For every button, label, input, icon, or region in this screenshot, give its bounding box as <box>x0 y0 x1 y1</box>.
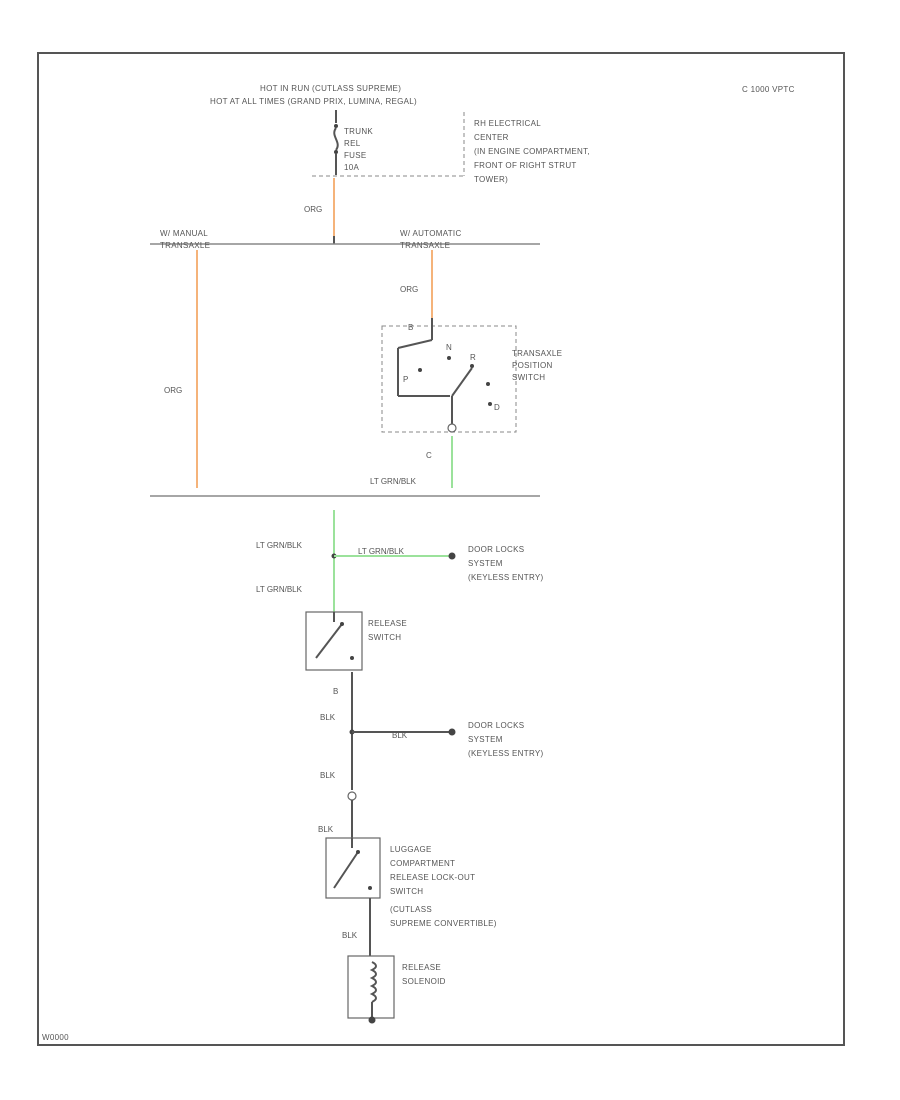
release-switch-label-1: RELEASE <box>368 619 407 628</box>
lt-grn-blk-label-2: LT GRN/BLK <box>256 541 303 550</box>
org-wire-auto-label: ORG <box>400 285 418 294</box>
position-p: P <box>403 375 409 384</box>
center-label-5: TOWER) <box>474 175 508 184</box>
blk-connector <box>347 791 357 801</box>
lt-grn-blk-label-1: LT GRN/BLK <box>370 477 417 486</box>
blk-label-4: BLK <box>318 825 334 834</box>
electrical-center-boundary: RH ELECTRICAL CENTER (IN ENGINE COMPARTM… <box>312 112 590 184</box>
door-locks-2-label-1: DOOR LOCKS <box>468 721 524 730</box>
diagram-frame <box>37 52 845 1046</box>
door-locks-1-label-3: (KEYLESS ENTRY) <box>468 573 544 582</box>
figure-id: W0000 <box>42 1033 69 1042</box>
fuse-label-3: FUSE <box>344 151 367 160</box>
fuse-label-4: 10A <box>344 163 359 172</box>
lockout-label-1: LUGGAGE <box>390 845 432 854</box>
lockout-label-3: RELEASE LOCK-OUT <box>390 873 475 882</box>
fuse-label-1: TRUNK <box>344 127 373 136</box>
transaxle-label-3: SWITCH <box>512 373 545 382</box>
lockout-label-2: COMPARTMENT <box>390 859 455 868</box>
bus-manual-label-1: W/ MANUAL <box>160 229 208 238</box>
power-source-line-2: HOT AT ALL TIMES (GRAND PRIX, LUMINA, RE… <box>210 97 417 106</box>
fuse-label-2: REL <box>344 139 361 148</box>
door-locks-1-connector <box>448 552 456 560</box>
blk-label-5: BLK <box>342 931 358 940</box>
door-locks-2-label-2: SYSTEM <box>468 735 503 744</box>
door-locks-2-connector <box>448 728 456 736</box>
door-locks-1-label-2: SYSTEM <box>468 559 503 568</box>
trunk-release-fuse: TRUNK REL FUSE 10A <box>333 110 373 175</box>
bus-manual-label-2: TRANSAXLE <box>160 241 210 250</box>
center-label-2: CENTER <box>474 133 509 142</box>
blk-label-3: BLK <box>320 771 336 780</box>
transaxle-position-switch: B P N R D C TRANSAXLE POSITION SWITCH <box>381 318 562 460</box>
release-switch-label-2: SWITCH <box>368 633 401 642</box>
position-d: D <box>494 403 500 412</box>
transaxle-pin-top: B <box>408 323 414 332</box>
lockout-label-4: SWITCH <box>390 887 423 896</box>
corner-code: C 1000 VPTC <box>742 85 795 94</box>
bus-auto-label-2: TRANSAXLE <box>400 241 450 250</box>
release-solenoid: RELEASE SOLENOID <box>347 955 446 1024</box>
release-switch: RELEASE SWITCH B <box>305 611 407 696</box>
bus-auto-label-1: W/ AUTOMATIC <box>400 229 462 238</box>
luggage-release-lockout-switch: LUGGAGE COMPARTMENT RELEASE LOCK-OUT SWI… <box>325 837 497 928</box>
door-locks-2-label-3: (KEYLESS ENTRY) <box>468 749 544 758</box>
lockout-label-5: (CUTLASS <box>390 905 432 914</box>
center-label-1: RH ELECTRICAL <box>474 119 541 128</box>
transaxle-label-2: POSITION <box>512 361 553 370</box>
power-source-line-1: HOT IN RUN (CUTLASS SUPREME) <box>260 84 401 93</box>
org-wire-main-label: ORG <box>304 205 322 214</box>
lockout-label-6: SUPREME CONVERTIBLE) <box>390 919 497 928</box>
blk-label-2: BLK <box>392 731 408 740</box>
position-n: N <box>446 343 452 352</box>
release-switch-pin: B <box>333 687 339 696</box>
lt-grn-blk-label-3: LT GRN/BLK <box>256 585 303 594</box>
transaxle-pin-bottom: C <box>426 451 432 460</box>
position-r: R <box>470 353 476 362</box>
blk-label-1: BLK <box>320 713 336 722</box>
solenoid-label-1: RELEASE <box>402 963 441 972</box>
solenoid-label-2: SOLENOID <box>402 977 446 986</box>
transaxle-label-1: TRANSAXLE <box>512 349 562 358</box>
org-wire-manual-label: ORG <box>164 386 182 395</box>
door-locks-1-label-1: DOOR LOCKS <box>468 545 524 554</box>
center-label-4: FRONT OF RIGHT STRUT <box>474 161 577 170</box>
center-label-3: (IN ENGINE COMPARTMENT, <box>474 147 590 156</box>
lt-grn-blk-label-4: LT GRN/BLK <box>358 547 405 556</box>
